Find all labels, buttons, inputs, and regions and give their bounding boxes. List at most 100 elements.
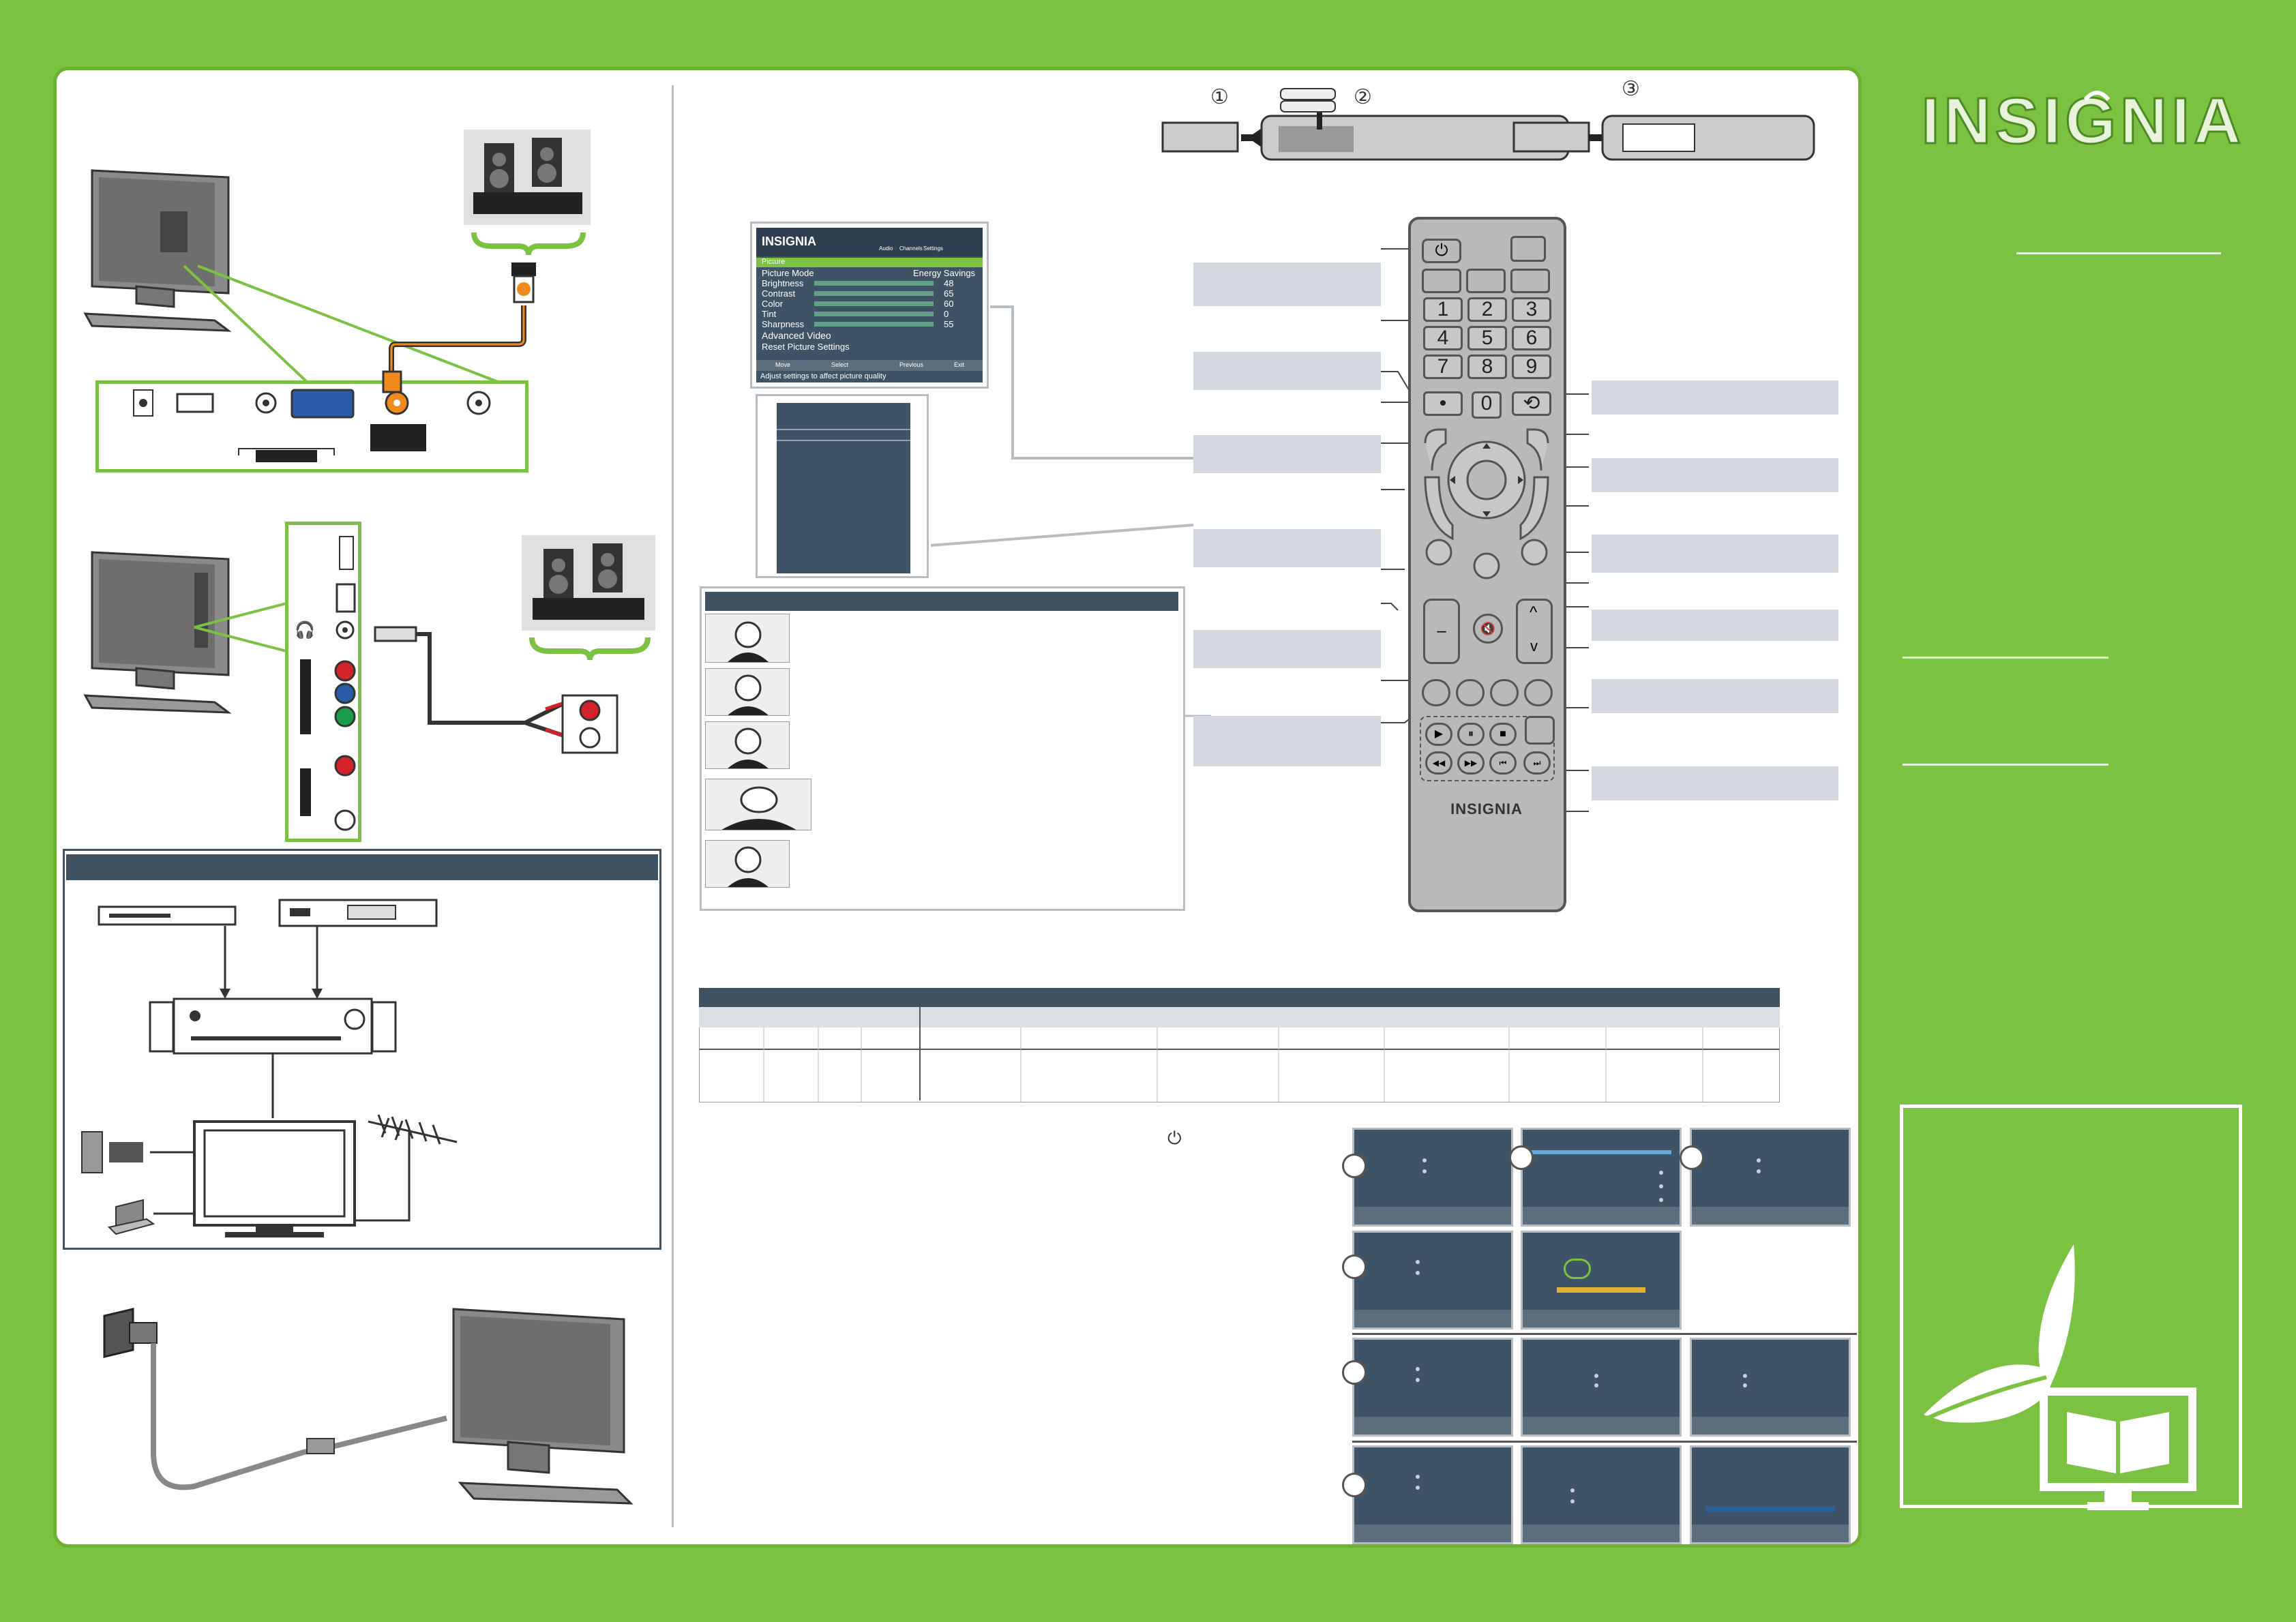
rewind-button[interactable]: ◀◀ (1425, 751, 1452, 775)
osd-leader-lines (930, 305, 1194, 547)
osd-tab-channels: Channels (899, 245, 923, 252)
osd-item-5: Sharpness (762, 319, 805, 329)
manual-monitor-icon (2040, 1387, 2196, 1510)
dot-button[interactable]: • (1423, 391, 1463, 416)
step-marker-2 (1509, 1145, 1534, 1170)
power-button[interactable]: ⏻ (1422, 239, 1461, 263)
wizard-screen-8 (1690, 1338, 1851, 1437)
callout-right-2 (1592, 458, 1838, 492)
num-5-button[interactable]: 5 (1467, 326, 1507, 350)
osd-tab-audio: Audio (879, 245, 893, 252)
fast-forward-button[interactable]: ▶▶ (1457, 751, 1485, 775)
sidebar-rule-2 (1903, 657, 2108, 659)
antenna-icon (355, 1114, 458, 1222)
top-button-2[interactable] (1466, 269, 1506, 293)
wizard-screen-3 (1690, 1128, 1851, 1227)
media-button-group (1420, 716, 1555, 781)
osd-item-4: Tint (762, 309, 777, 319)
osd-hint: Adjust settings to affect picture qualit… (760, 372, 886, 380)
num-3-button[interactable]: 3 (1512, 297, 1551, 322)
top-button-3[interactable] (1510, 269, 1550, 293)
ports-row-icon (133, 389, 491, 462)
green-callout-lines-2 (194, 602, 287, 652)
num-0-button[interactable]: 0 (1472, 391, 1502, 419)
mute-button[interactable]: 🔇 (1473, 614, 1503, 644)
num-1-button[interactable]: 1 (1423, 297, 1463, 322)
wizard-screen-4 (1352, 1231, 1513, 1330)
aspect-thumb-5 (705, 840, 790, 888)
favorite-button[interactable] (1525, 716, 1555, 745)
wizard-divider-2 (1352, 1441, 1857, 1443)
tv-back-icon-3 (452, 1308, 633, 1505)
num-9-button[interactable]: 9 (1512, 355, 1551, 379)
remote-logo: INSIGNIA (1450, 800, 1523, 817)
osd-tab-settings: Settings (923, 245, 943, 252)
logo-text: INSIGNIA (1922, 85, 2246, 157)
speaker-system-2 (522, 535, 655, 631)
step-marker-3 (1680, 1145, 1704, 1170)
osd-item-3-value: 60 (944, 299, 954, 309)
num-8-button[interactable]: 8 (1467, 355, 1507, 379)
osd-footer-move: Move (775, 361, 791, 368)
num-6-button[interactable]: 6 (1512, 326, 1551, 350)
channel-rocker[interactable]: – (1423, 599, 1460, 664)
osd-item-0-value: Energy Savings (913, 268, 976, 278)
spec-table-columns (763, 1027, 1703, 1102)
osd-item-4-value: 0 (944, 309, 949, 319)
connector-panel-1 (95, 380, 528, 472)
step-marker-6 (1342, 1473, 1367, 1497)
cable-box-icon (278, 899, 438, 927)
side-connector-panel (285, 522, 361, 842)
power-symbol-inline: ⏻ (1167, 1128, 1182, 1148)
battery-step-1-label: ① (1210, 86, 1229, 108)
osd-item-6: Advanced Video (762, 330, 831, 341)
spec-table-header (699, 988, 1780, 1007)
wizard-screen-2 (1521, 1128, 1682, 1227)
osd-item-1-value: 48 (944, 278, 954, 288)
column-divider (672, 85, 674, 1527)
ok-button (1466, 460, 1507, 500)
round-button-2 (1473, 552, 1500, 580)
num-4-button[interactable]: 4 (1423, 326, 1463, 350)
spec-table-rule (699, 1049, 1780, 1050)
osd-item-2-value: 65 (944, 288, 954, 299)
color-button-1[interactable] (1422, 679, 1450, 706)
aspect-thumb-4 (705, 779, 811, 830)
vol-down-label: v (1530, 637, 1538, 655)
audio-cable-icon (374, 626, 567, 738)
callout-left-5 (1193, 630, 1381, 668)
osd-item-1: Brightness (762, 278, 804, 288)
stop-button[interactable]: ■ (1489, 723, 1517, 746)
aspect-thumb-1 (705, 614, 790, 663)
osd-footer-exit: Exit (954, 361, 965, 368)
callout-right-5 (1592, 679, 1838, 713)
camera-icon (109, 1142, 143, 1162)
top-button-1[interactable] (1422, 269, 1461, 293)
color-button-4[interactable] (1524, 679, 1553, 706)
aspect-ratio-header (705, 592, 1178, 611)
input-button[interactable] (1510, 236, 1546, 262)
connection-diagram-box (63, 849, 661, 1250)
play-button[interactable]: ▶ (1425, 723, 1452, 746)
game-console-icon (81, 1131, 103, 1173)
callout-right-6 (1592, 766, 1838, 800)
connection-diagram-header (66, 854, 658, 880)
color-button-3[interactable] (1490, 679, 1519, 706)
osd-item-0: Picture Mode (762, 268, 814, 278)
pause-button[interactable]: ⏸ (1457, 723, 1485, 746)
num-7-button[interactable]: 7 (1423, 355, 1463, 379)
volume-rocker[interactable]: ^ v (1516, 599, 1553, 664)
spec-table-body (699, 1027, 1780, 1102)
round-button-3 (1521, 539, 1548, 566)
next-button[interactable]: ⏭ (1523, 751, 1551, 775)
system-diagram (81, 899, 458, 1237)
battery-step-3-label: ③ (1622, 78, 1640, 100)
previous-button[interactable]: ⏮ (1489, 751, 1517, 775)
callout-left-4 (1193, 529, 1381, 567)
dpad[interactable] (1412, 423, 1563, 620)
wizard-divider-1 (1352, 1333, 1857, 1335)
color-button-2[interactable] (1456, 679, 1485, 706)
recall-button[interactable]: ⟲ (1512, 391, 1551, 416)
wizard-screen-10 (1521, 1445, 1682, 1544)
num-2-button[interactable]: 2 (1467, 297, 1507, 322)
